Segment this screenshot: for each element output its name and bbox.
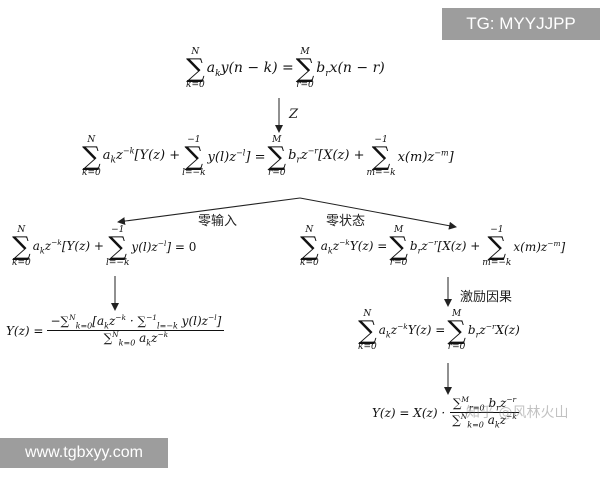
watermark-zhihu: 知乎 @风林火山	[466, 405, 569, 421]
label-zero-input: 零输入	[198, 214, 238, 229]
equation-zero-input: N∑k=0 akz−k[Y(z) + −1∑l=−k y(l)z−l] = 0	[12, 225, 197, 268]
arrow-zero-input	[117, 197, 301, 226]
label-zero-state: 零状态	[326, 214, 366, 229]
label-z-transform: Z	[289, 107, 299, 122]
watermark-top: TG: MYYJJPP	[442, 8, 600, 40]
arrow-zero-state	[299, 197, 457, 230]
equation-z-domain: N∑k=0 akz−k[Y(z) + −1∑l=−k y(l)z−l] = M∑…	[82, 135, 454, 178]
equation-zero-state: N∑k=0 akz−kY(z) = M∑r=0 brz−r[X(z) + −1∑…	[300, 225, 566, 268]
equation-causal: N∑k=0 akz−kY(z) = M∑r=0 brz−rX(z)	[358, 309, 520, 352]
equation-final: Y(z) = X(z) · ∑Mr=0 brz−r ∑Nk=0 akz−k	[372, 396, 520, 430]
equation-zero-input-solution: Y(z) = −∑Nk=0[akz−k · ∑−1l=−k y(l)z−l] ∑…	[6, 314, 225, 348]
label-causal-excitation: 激励因果	[460, 290, 513, 305]
equation-difference: N∑k=0 aky(n − k) = M∑r=0 brx(n − r)	[186, 47, 385, 90]
watermark-bottom: www.tgbxyy.com	[0, 438, 168, 468]
